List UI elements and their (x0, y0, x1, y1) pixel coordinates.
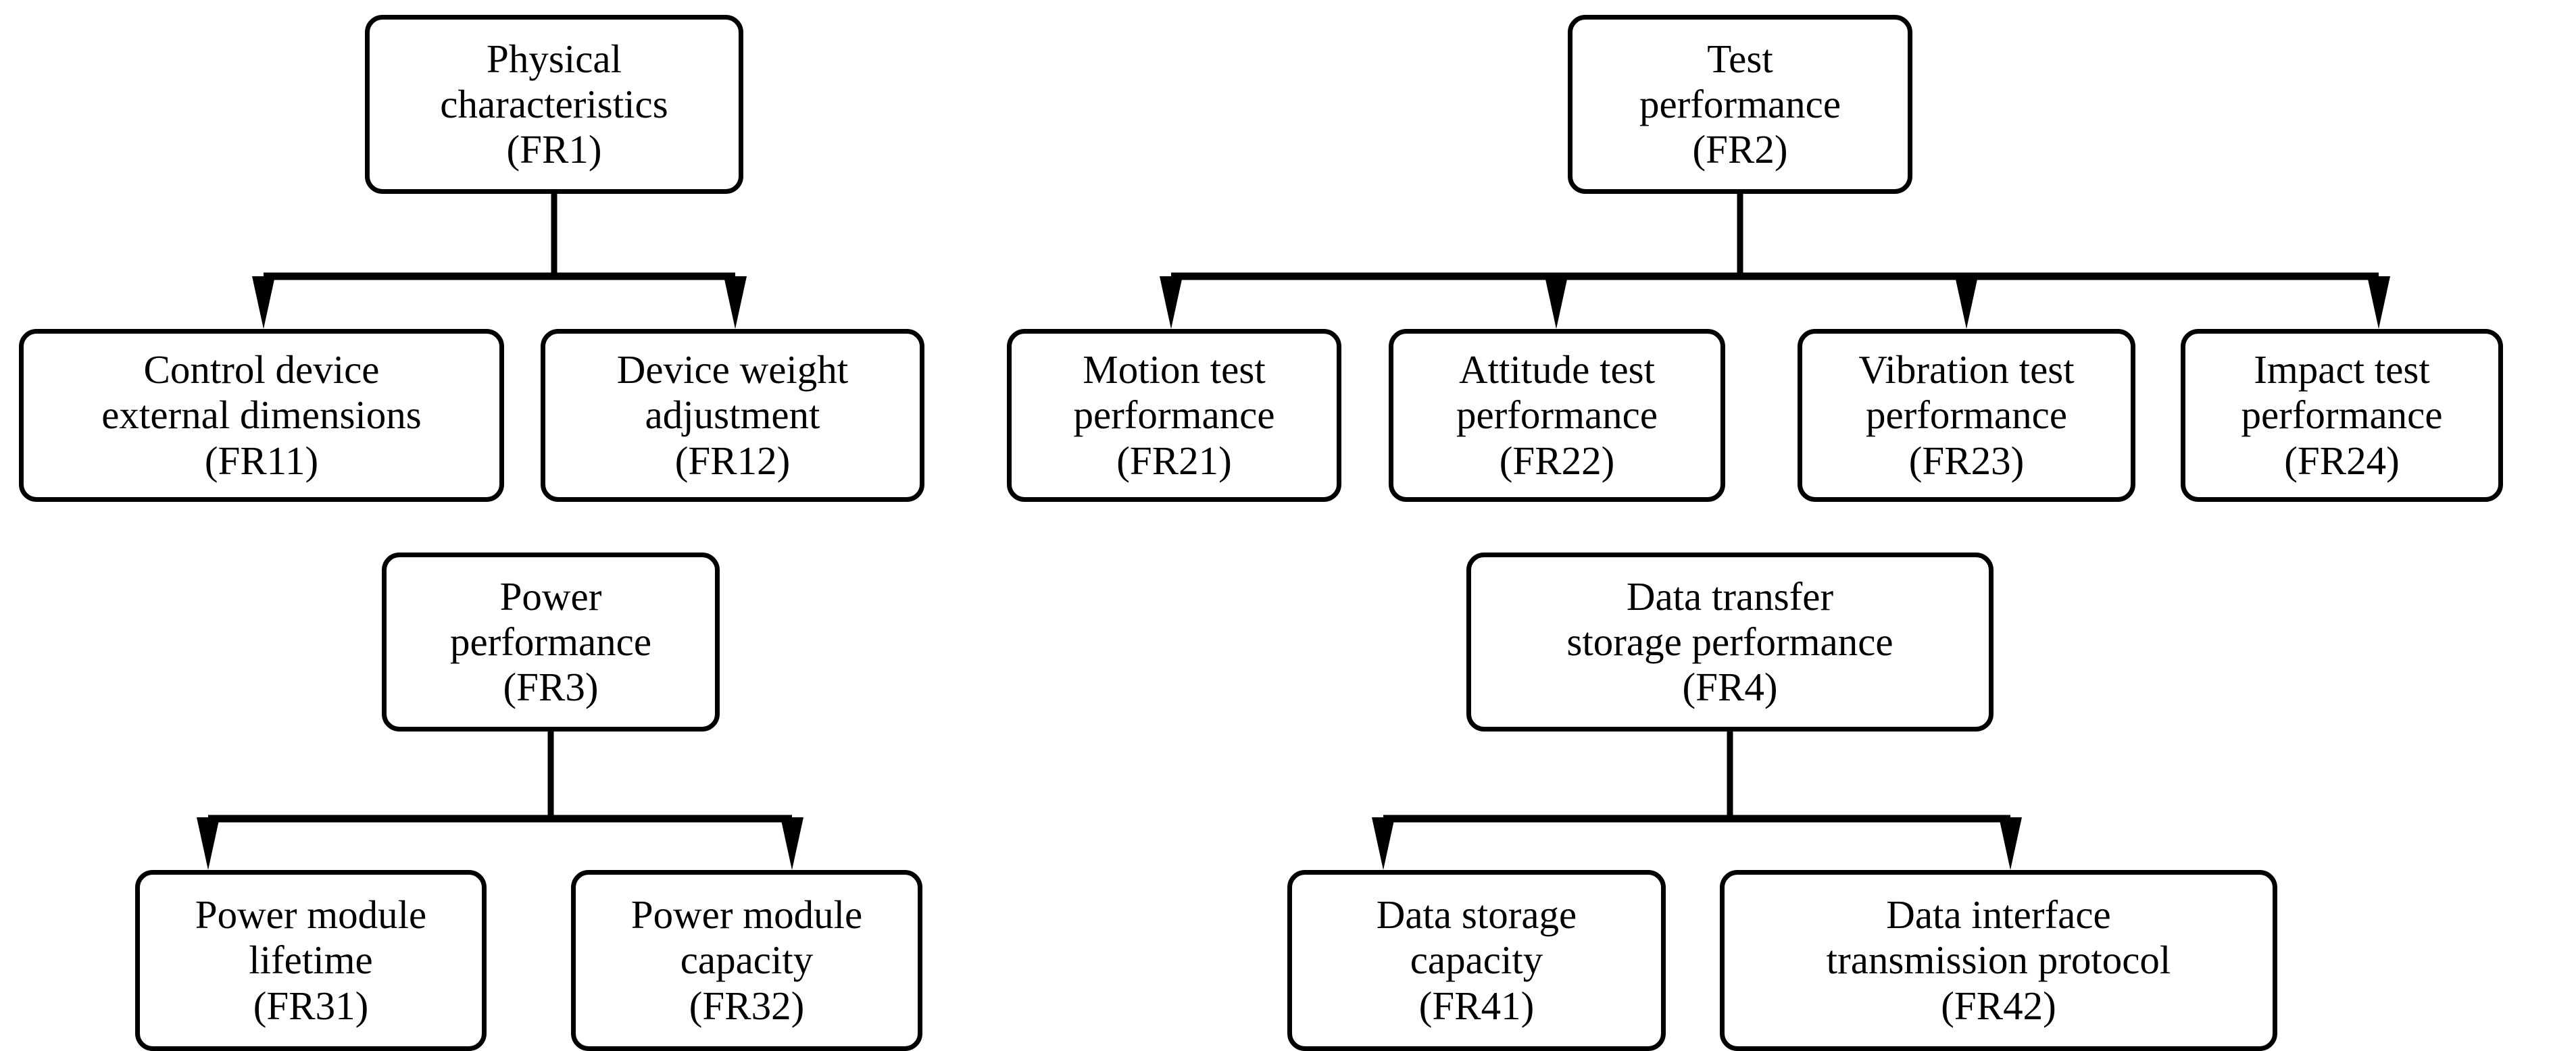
node-fr12[interactable]: Device weight adjustment (FR12) (541, 329, 924, 502)
arrowhead-fr4-to-fr42 (1999, 817, 2022, 870)
node-fr24[interactable]: Impact test performance (FR24) (2181, 329, 2503, 502)
node-fr4[interactable]: Data transfer storage performance (FR4) (1466, 553, 1993, 732)
arrowhead-fr4-to-fr41 (1372, 817, 1395, 870)
arrowhead-fr2-to-fr24 (2367, 276, 2390, 329)
arrowhead-fr2-to-fr21 (1160, 276, 1183, 329)
arrowhead-fr3-to-fr31 (197, 817, 220, 870)
node-fr42[interactable]: Data interface transmission protocol (FR… (1720, 870, 2277, 1051)
node-fr32[interactable]: Power module capacity (FR32) (571, 870, 922, 1051)
node-fr3[interactable]: Power performance (FR3) (382, 553, 720, 732)
arrowhead-fr2-to-fr23 (1955, 276, 1978, 329)
node-fr22[interactable]: Attitude test performance (FR22) (1389, 329, 1725, 502)
node-fr31[interactable]: Power module lifetime (FR31) (135, 870, 487, 1051)
node-fr2[interactable]: Test performance (FR2) (1568, 15, 1912, 194)
arrowhead-fr3-to-fr32 (781, 817, 803, 870)
node-fr21[interactable]: Motion test performance (FR21) (1007, 329, 1341, 502)
node-fr23[interactable]: Vibration test performance (FR23) (1798, 329, 2135, 502)
arrowhead-fr1-to-fr12 (724, 276, 747, 329)
node-fr11[interactable]: Control device external dimensions (FR11… (19, 329, 504, 502)
arrowhead-fr1-to-fr11 (252, 276, 275, 329)
arrowhead-fr2-to-fr22 (1545, 276, 1568, 329)
node-fr1[interactable]: Physical characteristics (FR1) (365, 15, 743, 194)
node-fr41[interactable]: Data storage capacity (FR41) (1287, 870, 1666, 1051)
